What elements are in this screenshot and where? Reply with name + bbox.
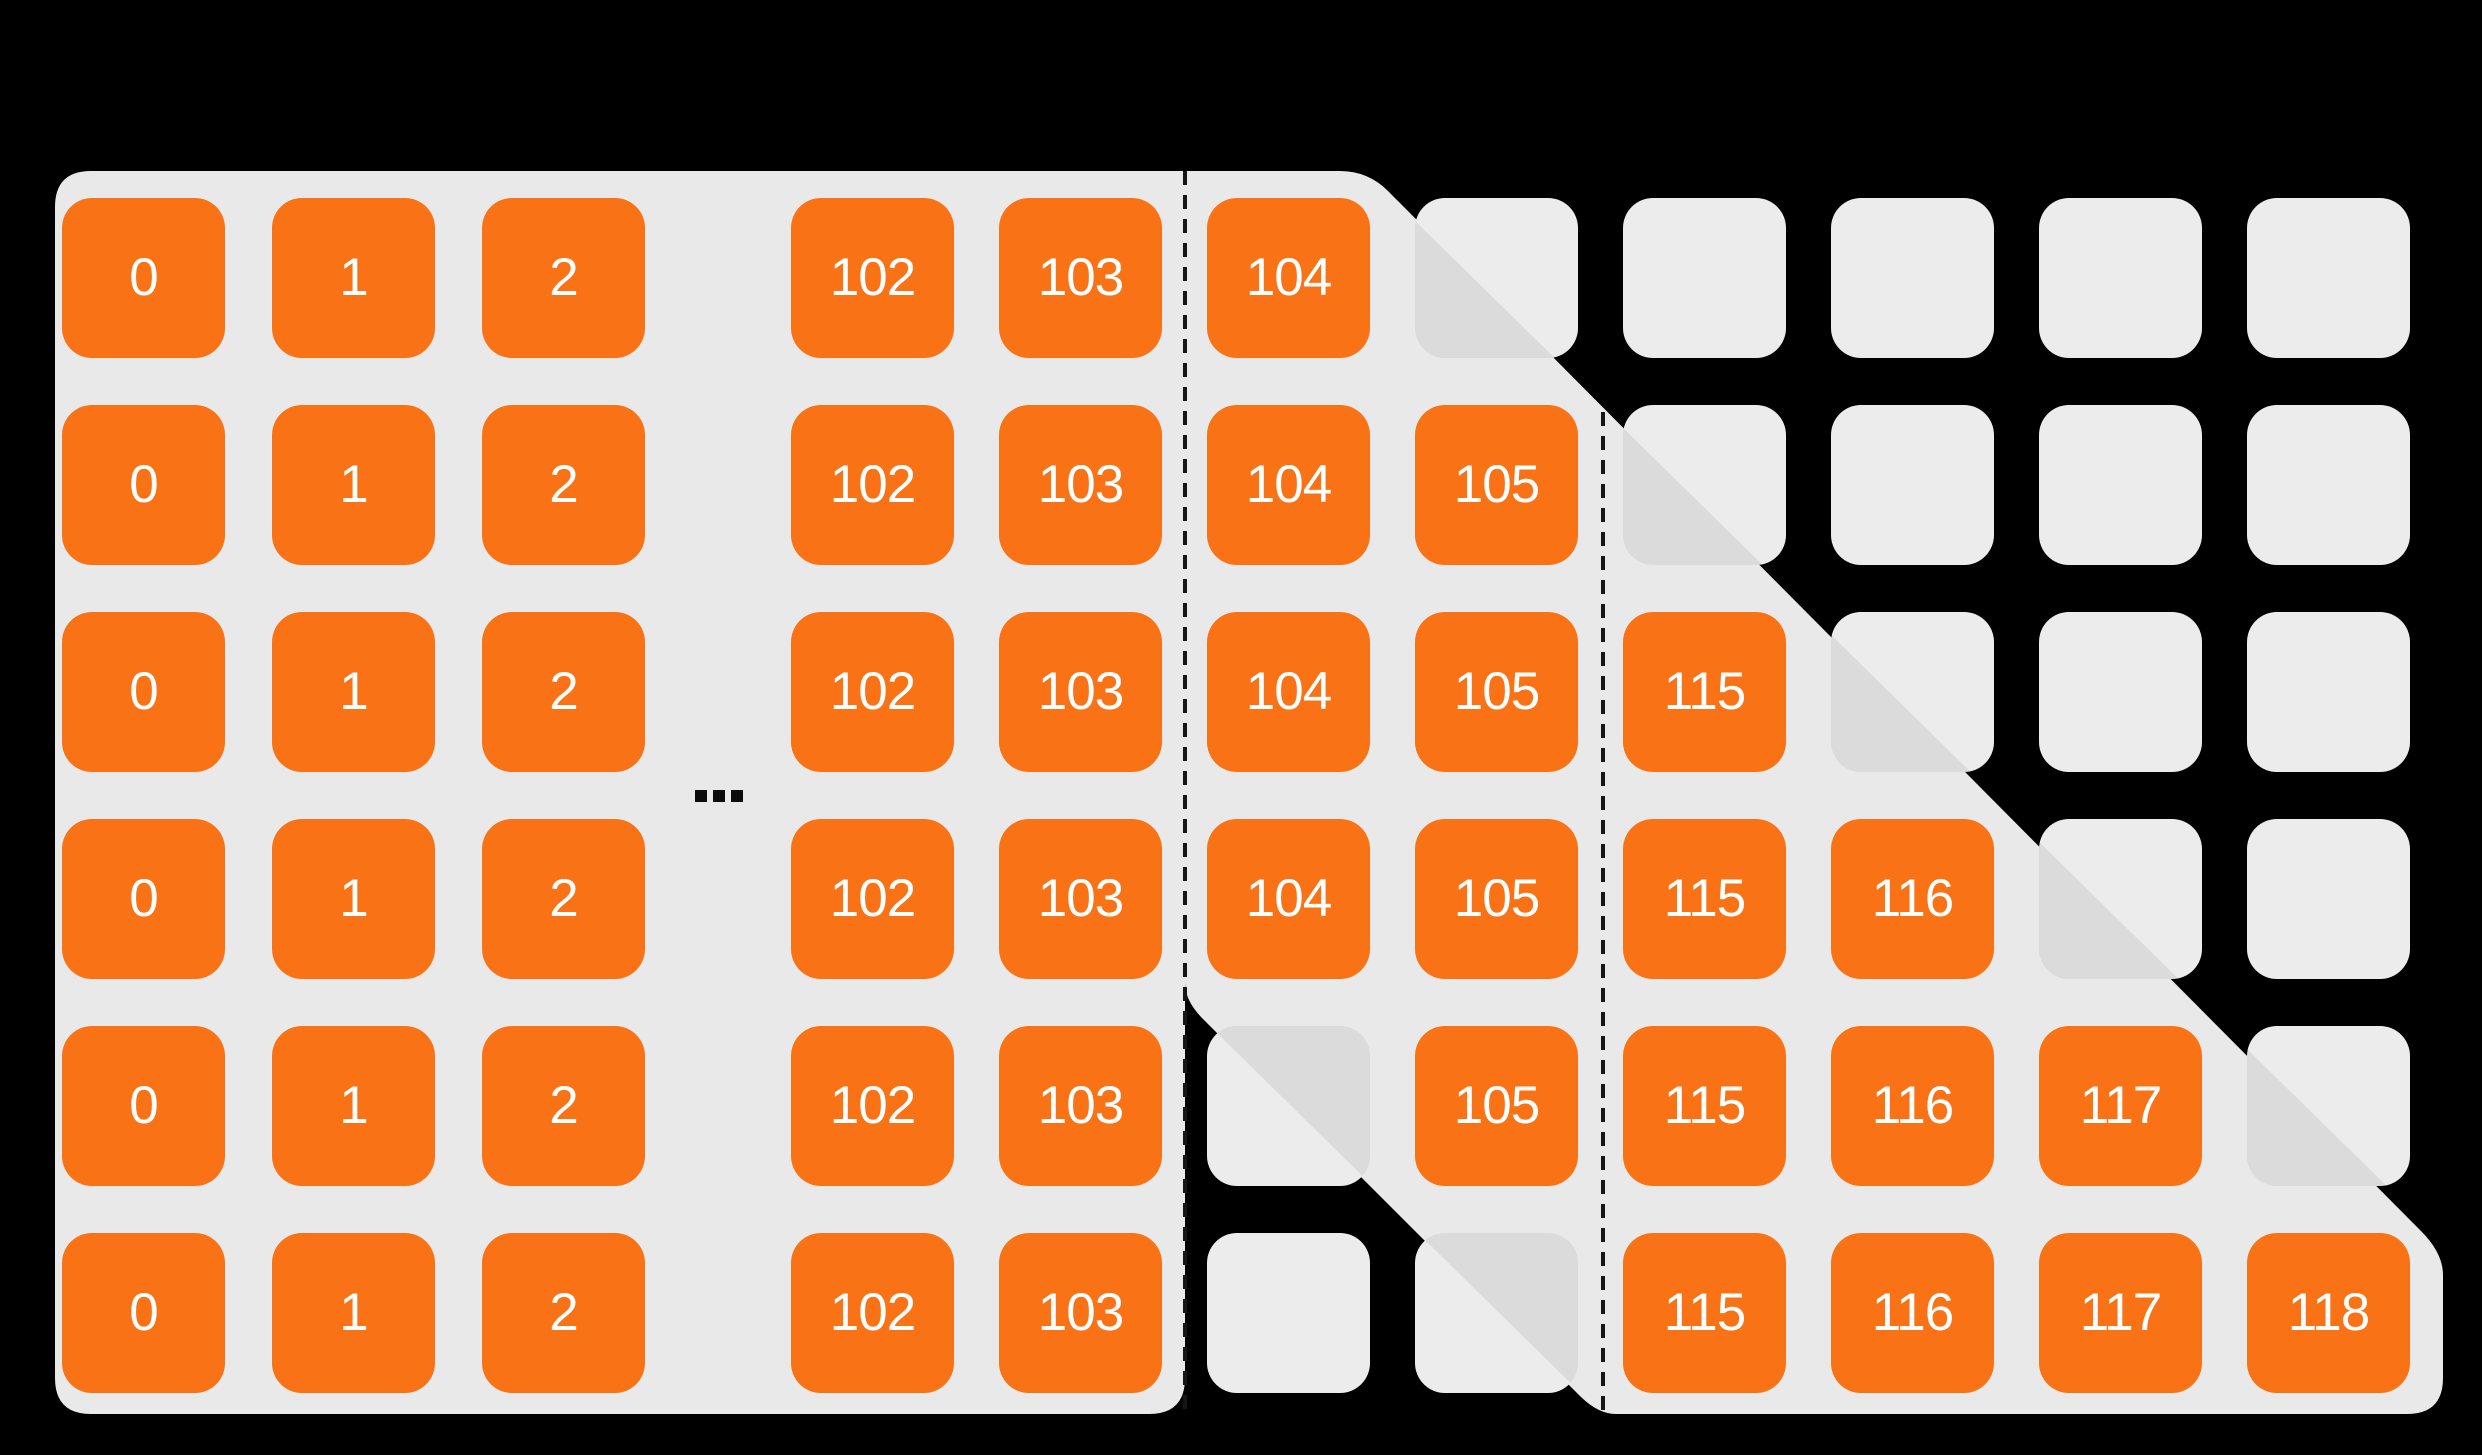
ellipsis-dot xyxy=(731,790,743,802)
batch-tile-115: 115 xyxy=(1623,612,1786,772)
placeholder-tile xyxy=(1831,198,1994,358)
batch-tile-103: 103 xyxy=(999,198,1162,358)
placeholder-tile xyxy=(1623,198,1786,358)
placeholder-tile xyxy=(2039,612,2202,772)
batch-tile-115: 115 xyxy=(1623,1026,1786,1186)
batch-tile-2: 2 xyxy=(482,1026,645,1186)
batch-tile-0: 0 xyxy=(62,819,225,979)
batch-tile-105: 105 xyxy=(1415,819,1578,979)
placeholder-tile xyxy=(2247,405,2410,565)
batch-tile-116: 116 xyxy=(1831,1026,1994,1186)
batch-tile-115: 115 xyxy=(1623,1233,1786,1393)
batch-tile-102: 102 xyxy=(791,405,954,565)
batch-tile-103: 103 xyxy=(999,612,1162,772)
batch-tile-105: 105 xyxy=(1415,612,1578,772)
batch-tile-2: 2 xyxy=(482,612,645,772)
batch-tile-2: 2 xyxy=(482,405,645,565)
batch-tile-2: 2 xyxy=(482,819,645,979)
batch-tile-105: 105 xyxy=(1415,1026,1578,1186)
batch-tile-1: 1 xyxy=(272,1233,435,1393)
batch-tile-103: 103 xyxy=(999,819,1162,979)
batch-tile-0: 0 xyxy=(62,405,225,565)
folded-corner-tile xyxy=(1415,198,1578,358)
folded-corner-tile xyxy=(2039,819,2202,979)
batch-tile-1: 1 xyxy=(272,198,435,358)
batch-tile-115: 115 xyxy=(1623,819,1786,979)
batch-tile-117: 117 xyxy=(2039,1233,2202,1393)
placeholder-tile xyxy=(2039,405,2202,565)
batch-tile-103: 103 xyxy=(999,1233,1162,1393)
folded-corner-tile xyxy=(1415,1233,1578,1393)
batch-tile-1: 1 xyxy=(272,405,435,565)
ellipsis-dot xyxy=(713,790,725,802)
placeholder-tile xyxy=(2247,612,2410,772)
batch-tile-116: 116 xyxy=(1831,819,1994,979)
placeholder-tile xyxy=(2039,198,2202,358)
batch-tile-102: 102 xyxy=(791,612,954,772)
batch-tile-103: 103 xyxy=(999,1026,1162,1186)
batch-tile-102: 102 xyxy=(791,819,954,979)
batch-tile-0: 0 xyxy=(62,612,225,772)
placeholder-tile xyxy=(1831,405,1994,565)
batch-tile-0: 0 xyxy=(62,198,225,358)
ellipsis-dot xyxy=(695,790,707,802)
batch-tile-118: 118 xyxy=(2247,1233,2410,1393)
folded-corner-tile xyxy=(1207,1026,1370,1186)
batch-tile-116: 116 xyxy=(1831,1233,1994,1393)
batch-tile-1: 1 xyxy=(272,612,435,772)
batch-tile-102: 102 xyxy=(791,1233,954,1393)
batch-tile-1: 1 xyxy=(272,1026,435,1186)
placeholder-tile xyxy=(2247,198,2410,358)
batch-tile-104: 104 xyxy=(1207,405,1370,565)
folded-corner-tile xyxy=(2247,1026,2410,1186)
batch-tile-102: 102 xyxy=(791,1026,954,1186)
batch-tile-104: 104 xyxy=(1207,819,1370,979)
batch-tile-0: 0 xyxy=(62,1026,225,1186)
placeholder-tile xyxy=(2247,819,2410,979)
batch-tile-103: 103 xyxy=(999,405,1162,565)
batch-tile-104: 104 xyxy=(1207,612,1370,772)
batch-tile-104: 104 xyxy=(1207,198,1370,358)
batch-tile-0: 0 xyxy=(62,1233,225,1393)
folded-corner-tile xyxy=(1831,612,1994,772)
placeholder-tile xyxy=(1207,1233,1370,1393)
batch-tile-2: 2 xyxy=(482,1233,645,1393)
batch-tile-102: 102 xyxy=(791,198,954,358)
batch-tile-117: 117 xyxy=(2039,1026,2202,1186)
batch-tile-2: 2 xyxy=(482,198,645,358)
folded-corner-tile xyxy=(1623,405,1786,565)
batch-tile-105: 105 xyxy=(1415,405,1578,565)
batch-tile-1: 1 xyxy=(272,819,435,979)
